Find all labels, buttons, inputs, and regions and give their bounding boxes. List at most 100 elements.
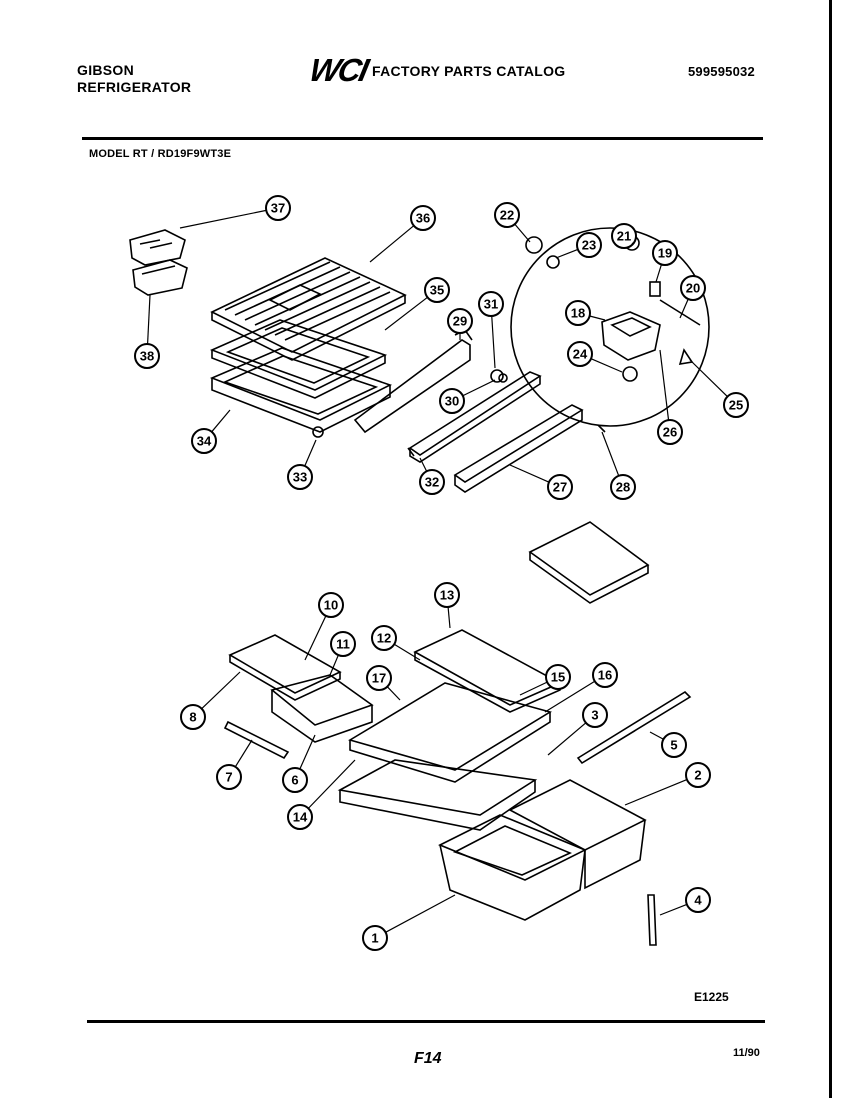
callout-number-32: 32 bbox=[425, 475, 439, 490]
leader-line-15 bbox=[519, 681, 548, 696]
callout-number-11: 11 bbox=[336, 637, 350, 652]
callout-circle-14 bbox=[287, 804, 313, 830]
shelf-base-drawing bbox=[337, 759, 538, 831]
leader-line-6 bbox=[299, 734, 316, 770]
callout-number-35: 35 bbox=[430, 283, 444, 298]
diagram-code: E1225 bbox=[694, 990, 729, 1004]
callout-circle-18 bbox=[565, 300, 591, 326]
small-shelf-drawing bbox=[528, 521, 650, 604]
callout-circle-12 bbox=[371, 625, 397, 651]
callout-circle-36 bbox=[410, 205, 436, 231]
callout-circle-11 bbox=[330, 631, 356, 657]
callout-circle-30 bbox=[439, 388, 465, 414]
callout-circle-17 bbox=[366, 665, 392, 691]
leader-line-30 bbox=[462, 379, 496, 397]
callout-circle-23 bbox=[576, 232, 602, 258]
leader-line-18 bbox=[589, 315, 606, 321]
callout-number-8: 8 bbox=[189, 710, 196, 725]
callout-number-23: 23 bbox=[582, 238, 596, 253]
leader-line-25 bbox=[689, 359, 728, 398]
callout-number-1: 1 bbox=[371, 931, 378, 946]
leader-line-1 bbox=[385, 894, 456, 933]
leader-line-14 bbox=[307, 759, 356, 809]
callout-number-20: 20 bbox=[686, 281, 700, 296]
callout-number-15: 15 bbox=[551, 670, 565, 685]
callout-circle-16 bbox=[592, 662, 618, 688]
callout-circle-15 bbox=[545, 664, 571, 690]
glass-panel-drawing bbox=[209, 319, 388, 399]
leader-line-7 bbox=[234, 739, 253, 768]
crisper-drawer-1-drawing bbox=[438, 814, 587, 921]
callout-number-28: 28 bbox=[616, 480, 630, 495]
footer-rule bbox=[87, 1020, 765, 1023]
leader-line-34 bbox=[211, 409, 231, 433]
callout-circle-32 bbox=[419, 469, 445, 495]
leader-line-27 bbox=[509, 464, 550, 483]
callout-circle-35 bbox=[424, 277, 450, 303]
shelf-middle-drawing bbox=[413, 629, 562, 713]
callout-circle-22 bbox=[494, 202, 520, 228]
leader-line-33 bbox=[304, 439, 317, 467]
leader-line-37 bbox=[179, 209, 267, 229]
leader-line-35 bbox=[384, 296, 428, 331]
callout-circle-13 bbox=[434, 582, 460, 608]
leader-line-19 bbox=[655, 264, 663, 283]
callout-number-21: 21 bbox=[617, 229, 631, 244]
callout-number-24: 24 bbox=[573, 347, 588, 362]
strip-drawing bbox=[223, 690, 692, 946]
callout-number-12: 12 bbox=[377, 631, 391, 646]
callout-circle-27 bbox=[547, 474, 573, 500]
callout-number-36: 36 bbox=[416, 211, 430, 226]
leader-line-26 bbox=[659, 349, 670, 421]
callout-number-19: 19 bbox=[658, 246, 672, 261]
brand-block: GIBSON REFRIGERATOR bbox=[77, 62, 191, 96]
callout-number-13: 13 bbox=[440, 588, 454, 603]
callout-circle-3 bbox=[582, 702, 608, 728]
callout-circle-28 bbox=[610, 474, 636, 500]
leader-line-20 bbox=[679, 298, 689, 319]
callout-circle-6 bbox=[282, 767, 308, 793]
brand-name: GIBSON bbox=[77, 62, 135, 78]
rail-2-drawing bbox=[453, 404, 584, 493]
leader-line-13 bbox=[447, 606, 451, 629]
callout-number-22: 22 bbox=[500, 208, 514, 223]
callout-number-2: 2 bbox=[694, 768, 701, 783]
callout-circle-31 bbox=[478, 291, 504, 317]
callout-circle-1 bbox=[362, 925, 388, 951]
model-number: MODEL RT / RD19F9WT3E bbox=[89, 148, 232, 160]
callout-circle-2 bbox=[685, 762, 711, 788]
catalog-number: 599595032 bbox=[688, 64, 755, 79]
revision-date: 11/90 bbox=[733, 1047, 760, 1059]
callout-circle-25 bbox=[723, 392, 749, 418]
detail-circle bbox=[510, 227, 710, 427]
leader-line-38 bbox=[146, 294, 151, 345]
callout-circle-37 bbox=[265, 195, 291, 221]
leader-line-12 bbox=[393, 643, 421, 661]
callout-number-38: 38 bbox=[140, 349, 154, 364]
callout-circle-21 bbox=[611, 223, 637, 249]
leader-line-4 bbox=[659, 903, 688, 916]
main-shelf-drawing bbox=[348, 682, 552, 783]
callout-number-6: 6 bbox=[291, 773, 298, 788]
dairy-bin-drawing bbox=[129, 229, 188, 296]
crisper-cover-drawing bbox=[210, 257, 407, 361]
leader-line-16 bbox=[544, 680, 596, 713]
callout-number-10: 10 bbox=[324, 598, 338, 613]
callout-number-26: 26 bbox=[663, 425, 677, 440]
callout-number-31: 31 bbox=[484, 297, 498, 312]
part-drawings bbox=[129, 227, 710, 946]
leader-line-17 bbox=[386, 686, 401, 701]
leader-line-11 bbox=[329, 654, 339, 676]
callout-number-16: 16 bbox=[598, 668, 612, 683]
callout-circle-7 bbox=[216, 764, 242, 790]
callout-circle-5 bbox=[661, 732, 687, 758]
crisper-drawer-2-drawing bbox=[508, 779, 647, 890]
callout-circle-20 bbox=[680, 275, 706, 301]
callout-number-33: 33 bbox=[293, 470, 307, 485]
callout-number-27: 27 bbox=[553, 480, 567, 495]
callout-circle-19 bbox=[652, 240, 678, 266]
page-number: F14 bbox=[414, 1050, 442, 1067]
leader-line-10 bbox=[304, 615, 327, 661]
